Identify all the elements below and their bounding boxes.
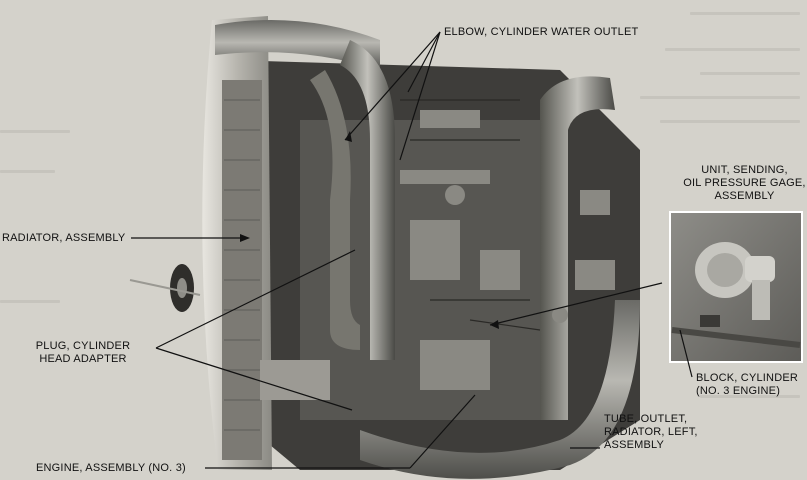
label-unit-sending-oil-pressure-gage: UNIT, SENDING, OIL PRESSURE GAGE, ASSEMB… — [682, 164, 807, 203]
label-tube-line3: ASSEMBLY — [604, 439, 665, 451]
label-unit-line2: OIL PRESSURE GAGE, — [683, 177, 806, 189]
outlet-tube — [360, 300, 640, 479]
label-elbow-cylinder-water-outlet: ELBOW, CYLINDER WATER OUTLET — [444, 26, 639, 38]
label-tube-outlet-radiator-left: TUBE, OUTLET, RADIATOR, LEFT, ASSEMBLY — [604, 413, 698, 452]
label-tube-line2: RADIATOR, LEFT, — [604, 426, 698, 438]
plug-leader-lines — [155, 249, 356, 411]
radiator-core — [222, 80, 262, 460]
inset-photo — [669, 211, 803, 363]
label-radiator-assembly: RADIATOR, ASSEMBLY — [2, 232, 126, 244]
label-block-cylinder: BLOCK, CYLINDER (NO. 3 ENGINE) — [696, 372, 798, 398]
label-tube-line1: TUBE, OUTLET, — [604, 413, 688, 425]
engine-details — [260, 110, 615, 400]
block-leader-line — [679, 329, 693, 378]
engine-leader-diagonal — [409, 394, 476, 469]
label-plug-line2: HEAD ADAPTER — [39, 353, 127, 365]
elbow-pipe — [340, 40, 395, 360]
label-unit-line1: UNIT, SENDING, — [701, 164, 788, 176]
label-engine-assembly: ENGINE, ASSEMBLY (NO. 3) — [36, 462, 186, 474]
label-unit-line3: ASSEMBLY — [714, 190, 775, 202]
label-plug-line1: PLUG, CYLINDER — [35, 340, 131, 352]
right-tall-pipe — [540, 76, 615, 420]
label-block-line2: (NO. 3 ENGINE) — [696, 385, 781, 397]
unit-leader-line — [489, 282, 663, 326]
label-block-line1: BLOCK, CYLINDER — [696, 372, 799, 384]
elbow-leader-lines — [344, 31, 441, 161]
label-plug-cylinder-head-adapter: PLUG, CYLINDER HEAD ADAPTER — [28, 340, 138, 366]
top-water-pipe — [215, 20, 380, 70]
